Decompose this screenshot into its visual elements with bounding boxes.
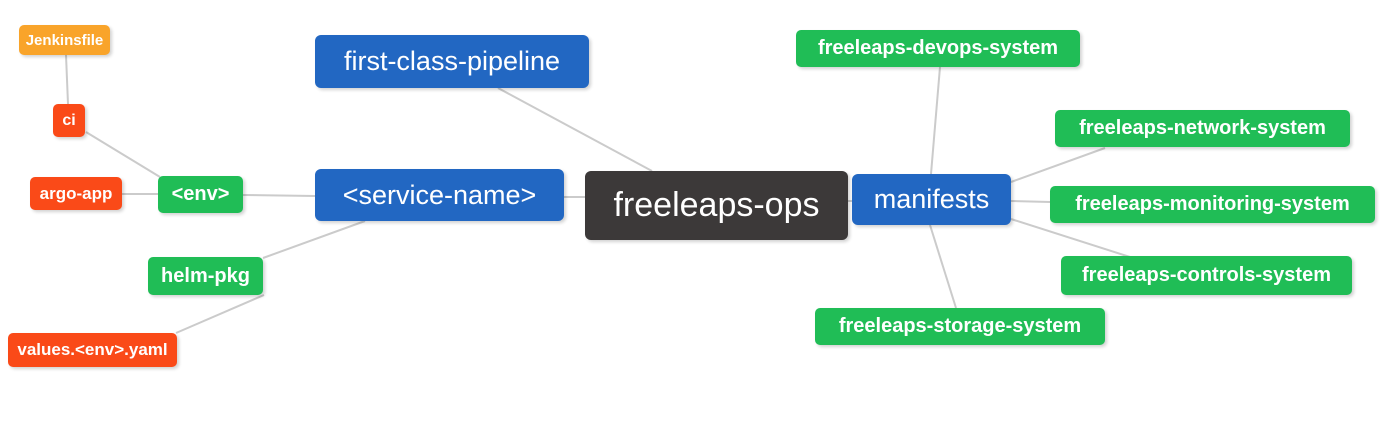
edge-ci-env — [85, 131, 161, 178]
node-freeleaps-storage-system[interactable]: freeleaps-storage-system — [815, 308, 1105, 345]
edge-manifests-devops — [930, 66, 941, 175]
node-freeleaps-devops-system[interactable]: freeleaps-devops-system — [796, 30, 1080, 67]
node-values-env-yaml[interactable]: values.<env>.yaml — [8, 333, 177, 367]
node-freeleaps-controls-system-label: freeleaps-controls-system — [1082, 264, 1331, 286]
edge-manifests-network — [1010, 147, 1106, 183]
edge-manifests-controls — [1010, 218, 1131, 258]
node-manifests-label: manifests — [873, 184, 990, 214]
node-first-class-pipeline-label: first-class-pipeline — [343, 46, 561, 76]
node-freeleaps-monitoring-system[interactable]: freeleaps-monitoring-system — [1050, 186, 1375, 223]
node-ci[interactable]: ci — [53, 104, 85, 137]
node-freeleaps-devops-system-label: freeleaps-devops-system — [817, 37, 1059, 59]
node-jenkinsfile[interactable]: Jenkinsfile — [19, 25, 110, 55]
node-freeleaps-ops-root[interactable]: freeleaps-ops — [585, 171, 848, 240]
node-helm-pkg-label: helm-pkg — [161, 264, 250, 287]
node-freeleaps-network-system-label: freeleaps-network-system — [1079, 117, 1326, 139]
edge-env-service-name — [242, 194, 316, 197]
node-helm-pkg[interactable]: helm-pkg — [148, 257, 263, 295]
edge-manifests-storage — [929, 224, 957, 309]
node-jenkinsfile-label: Jenkinsfile — [25, 31, 104, 49]
edge-helm-pkg-service-name — [262, 220, 366, 259]
edge-manifests-monitoring — [1010, 200, 1051, 203]
node-values-env-yaml-label: values.<env>.yaml — [17, 340, 168, 359]
node-freeleaps-network-system[interactable]: freeleaps-network-system — [1055, 110, 1350, 147]
node-service-name-label: <service-name> — [342, 179, 537, 210]
node-first-class-pipeline[interactable]: first-class-pipeline — [315, 35, 589, 88]
node-manifests[interactable]: manifests — [852, 174, 1011, 225]
node-env[interactable]: <env> — [158, 176, 243, 213]
edge-values-helm-pkg — [175, 294, 265, 334]
node-freeleaps-monitoring-system-label: freeleaps-monitoring-system — [1075, 193, 1350, 215]
node-freeleaps-controls-system[interactable]: freeleaps-controls-system — [1061, 256, 1352, 295]
node-ci-label: ci — [62, 111, 76, 129]
node-env-label: <env> — [171, 183, 230, 205]
node-freeleaps-ops-label: freeleaps-ops — [613, 186, 820, 224]
node-service-name[interactable]: <service-name> — [315, 169, 564, 221]
edge-jenkinsfile-ci — [65, 54, 69, 105]
edge-pipeline-ops — [497, 87, 653, 172]
node-freeleaps-storage-system-label: freeleaps-storage-system — [838, 315, 1082, 337]
node-argo-app-label: argo-app — [39, 183, 113, 203]
node-argo-app[interactable]: argo-app — [30, 177, 122, 210]
